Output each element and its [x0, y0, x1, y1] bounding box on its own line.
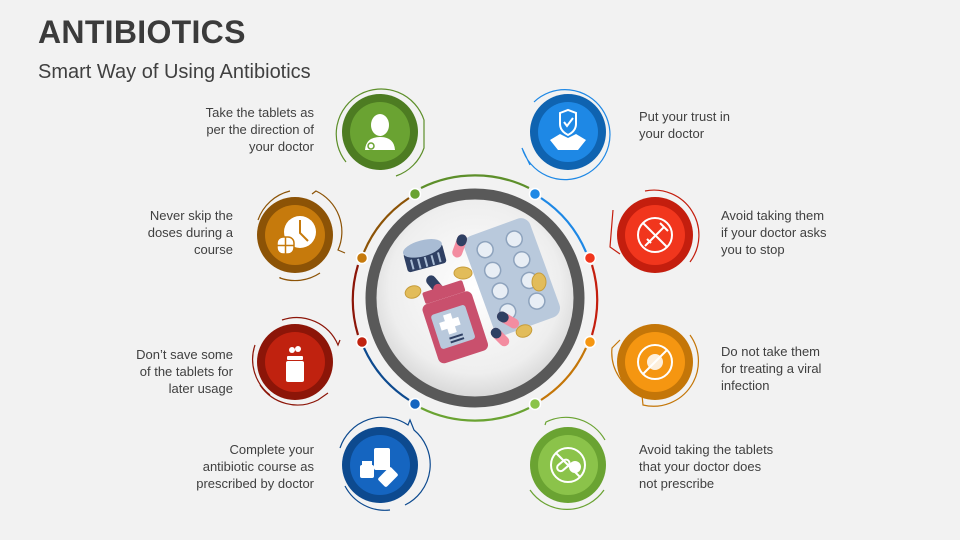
- tablet-icon: [404, 266, 547, 338]
- medicine-bottle-icon: [422, 280, 489, 364]
- step-badge-no-viral[interactable]: [611, 324, 700, 407]
- step-badge-stop-when-asked[interactable]: [609, 189, 700, 273]
- page-subtitle: Smart Way of Using Antibiotics: [38, 61, 311, 83]
- dot-red: [583, 251, 597, 265]
- dot-light-green: [528, 397, 542, 411]
- blister-pack-icon: [463, 218, 560, 336]
- step-badge-doctor-direction[interactable]: [335, 88, 425, 177]
- step-badge-trust-doctor[interactable]: [521, 89, 611, 181]
- dot-green: [408, 187, 422, 201]
- no-syringe-icon: [637, 217, 673, 253]
- pill-bottle-icon: [286, 346, 304, 382]
- step-text-never-skip: Never skip the doses during a course: [147, 208, 233, 257]
- step-badge-complete-course[interactable]: [339, 416, 431, 511]
- no-virus-icon: [637, 344, 673, 380]
- clock-pills-icon: [276, 216, 316, 255]
- prescription-medicine-icon: [360, 448, 398, 487]
- step-text-stop-when-asked: Avoid taking them if your doctor asks yo…: [721, 208, 827, 257]
- step-text-no-unprescribed: Avoid taking the tablets that your docto…: [639, 442, 774, 491]
- dot-navy: [408, 397, 422, 411]
- step-badge-dont-save[interactable]: [252, 316, 341, 406]
- page-title: ANTIBIOTICS: [38, 14, 246, 50]
- handshake-shield-icon: [550, 108, 586, 150]
- dot-dark-red: [355, 335, 369, 349]
- dot-blue: [528, 187, 542, 201]
- connector-dots: [355, 187, 597, 411]
- connector-ring: [351, 174, 599, 422]
- dot-orange: [583, 335, 597, 349]
- dot-brown: [355, 251, 369, 265]
- step-text-no-viral: Do not take them for treating a viral in…: [721, 344, 822, 393]
- bottle-cap-icon: [402, 239, 447, 273]
- step-badge-no-unprescribed[interactable]: [529, 416, 606, 510]
- doctor-icon: [365, 114, 395, 150]
- step-text-complete-course: Complete your antibiotic course as presc…: [196, 442, 314, 491]
- step-text-trust-doctor: Put your trust in your doctor: [639, 109, 731, 141]
- step-text-doctor-direction: Take the tablets as per the direction of…: [205, 105, 314, 154]
- no-pills-icon: [550, 447, 586, 483]
- step-badge-never-skip[interactable]: [257, 190, 346, 282]
- center-medicine: [365, 188, 585, 408]
- step-text-dont-save: Don’t save some of the tablets for later…: [136, 347, 233, 396]
